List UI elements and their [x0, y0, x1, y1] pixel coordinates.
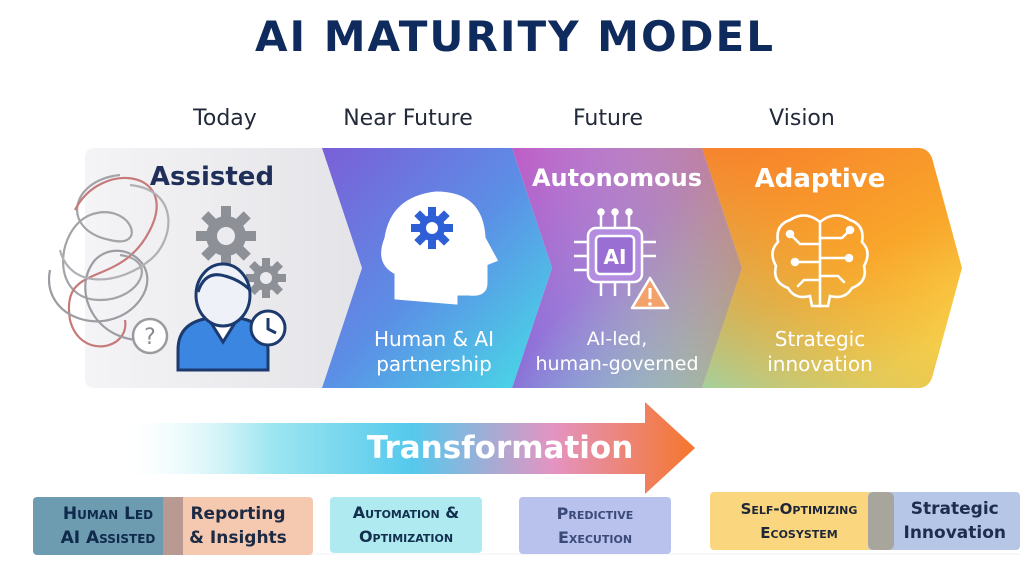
ai-chip-icon — [574, 208, 656, 296]
box-line-2: AI Assisted — [60, 528, 156, 548]
brain-icon — [771, 214, 869, 308]
box-line-1: Automation & — [352, 503, 460, 522]
clock-icon — [249, 309, 287, 347]
box-human-led: Human Led AI Assisted — [33, 497, 183, 555]
stage-vision-title: Adaptive — [754, 164, 886, 194]
desc-line-1: Human & AI — [373, 327, 495, 351]
box-automation: Automation & Optimization — [330, 497, 482, 553]
box-line-1: Predictive — [556, 503, 634, 523]
warning-icon — [630, 276, 670, 310]
stage-future-title: Autonomous — [531, 164, 703, 192]
desc-line-2: innovation — [767, 352, 873, 376]
svg-text:?: ? — [144, 325, 156, 350]
box-line-2: Execution — [557, 527, 633, 547]
transformation-arrow — [128, 402, 695, 494]
question-icon: ? — [131, 317, 169, 355]
page-title: AI MATURITY MODEL — [254, 12, 775, 61]
desc-line-1: AI-led, — [586, 328, 648, 350]
box-line-2: Optimization — [358, 527, 454, 546]
chip-label: AI — [604, 245, 627, 269]
box-overlap-shade — [163, 497, 183, 555]
head-gear-icon — [381, 191, 499, 305]
box-reporting: Reporting & Insights — [163, 497, 313, 555]
stage-future-desc: AI-led, human-governed — [517, 327, 717, 377]
stage-near-future-desc: Human & AI partnership — [334, 327, 534, 377]
box-overlap-shade — [868, 492, 894, 550]
transformation-label: Transformation — [366, 430, 634, 466]
person-icon — [176, 262, 270, 372]
timeframe-near-future: Near Future — [343, 106, 473, 131]
desc-line-1: Strategic — [774, 327, 866, 351]
timeframe-future: Future — [572, 106, 644, 131]
box-line-2: Innovation — [903, 523, 1007, 543]
timeframe-today: Today — [193, 106, 257, 131]
stage-assisted-title: Assisted — [149, 162, 275, 192]
gears-icon — [196, 206, 286, 298]
desc-line-2: human-governed — [535, 353, 699, 375]
desc-line-2: partnership — [376, 352, 492, 376]
box-line-2: & Insights — [189, 528, 287, 548]
scribble-lines-icon — [47, 173, 170, 348]
box-line-1: Human Led — [62, 504, 154, 524]
stage-vision-desc: Strategic innovation — [720, 327, 920, 377]
box-line-1: Strategic — [910, 499, 999, 519]
box-line-1: Reporting — [190, 504, 286, 524]
box-line-2: Ecosystem — [760, 524, 838, 542]
box-line-1: Self-Optimizing — [740, 500, 858, 518]
timeframe-vision: Vision — [769, 106, 835, 131]
